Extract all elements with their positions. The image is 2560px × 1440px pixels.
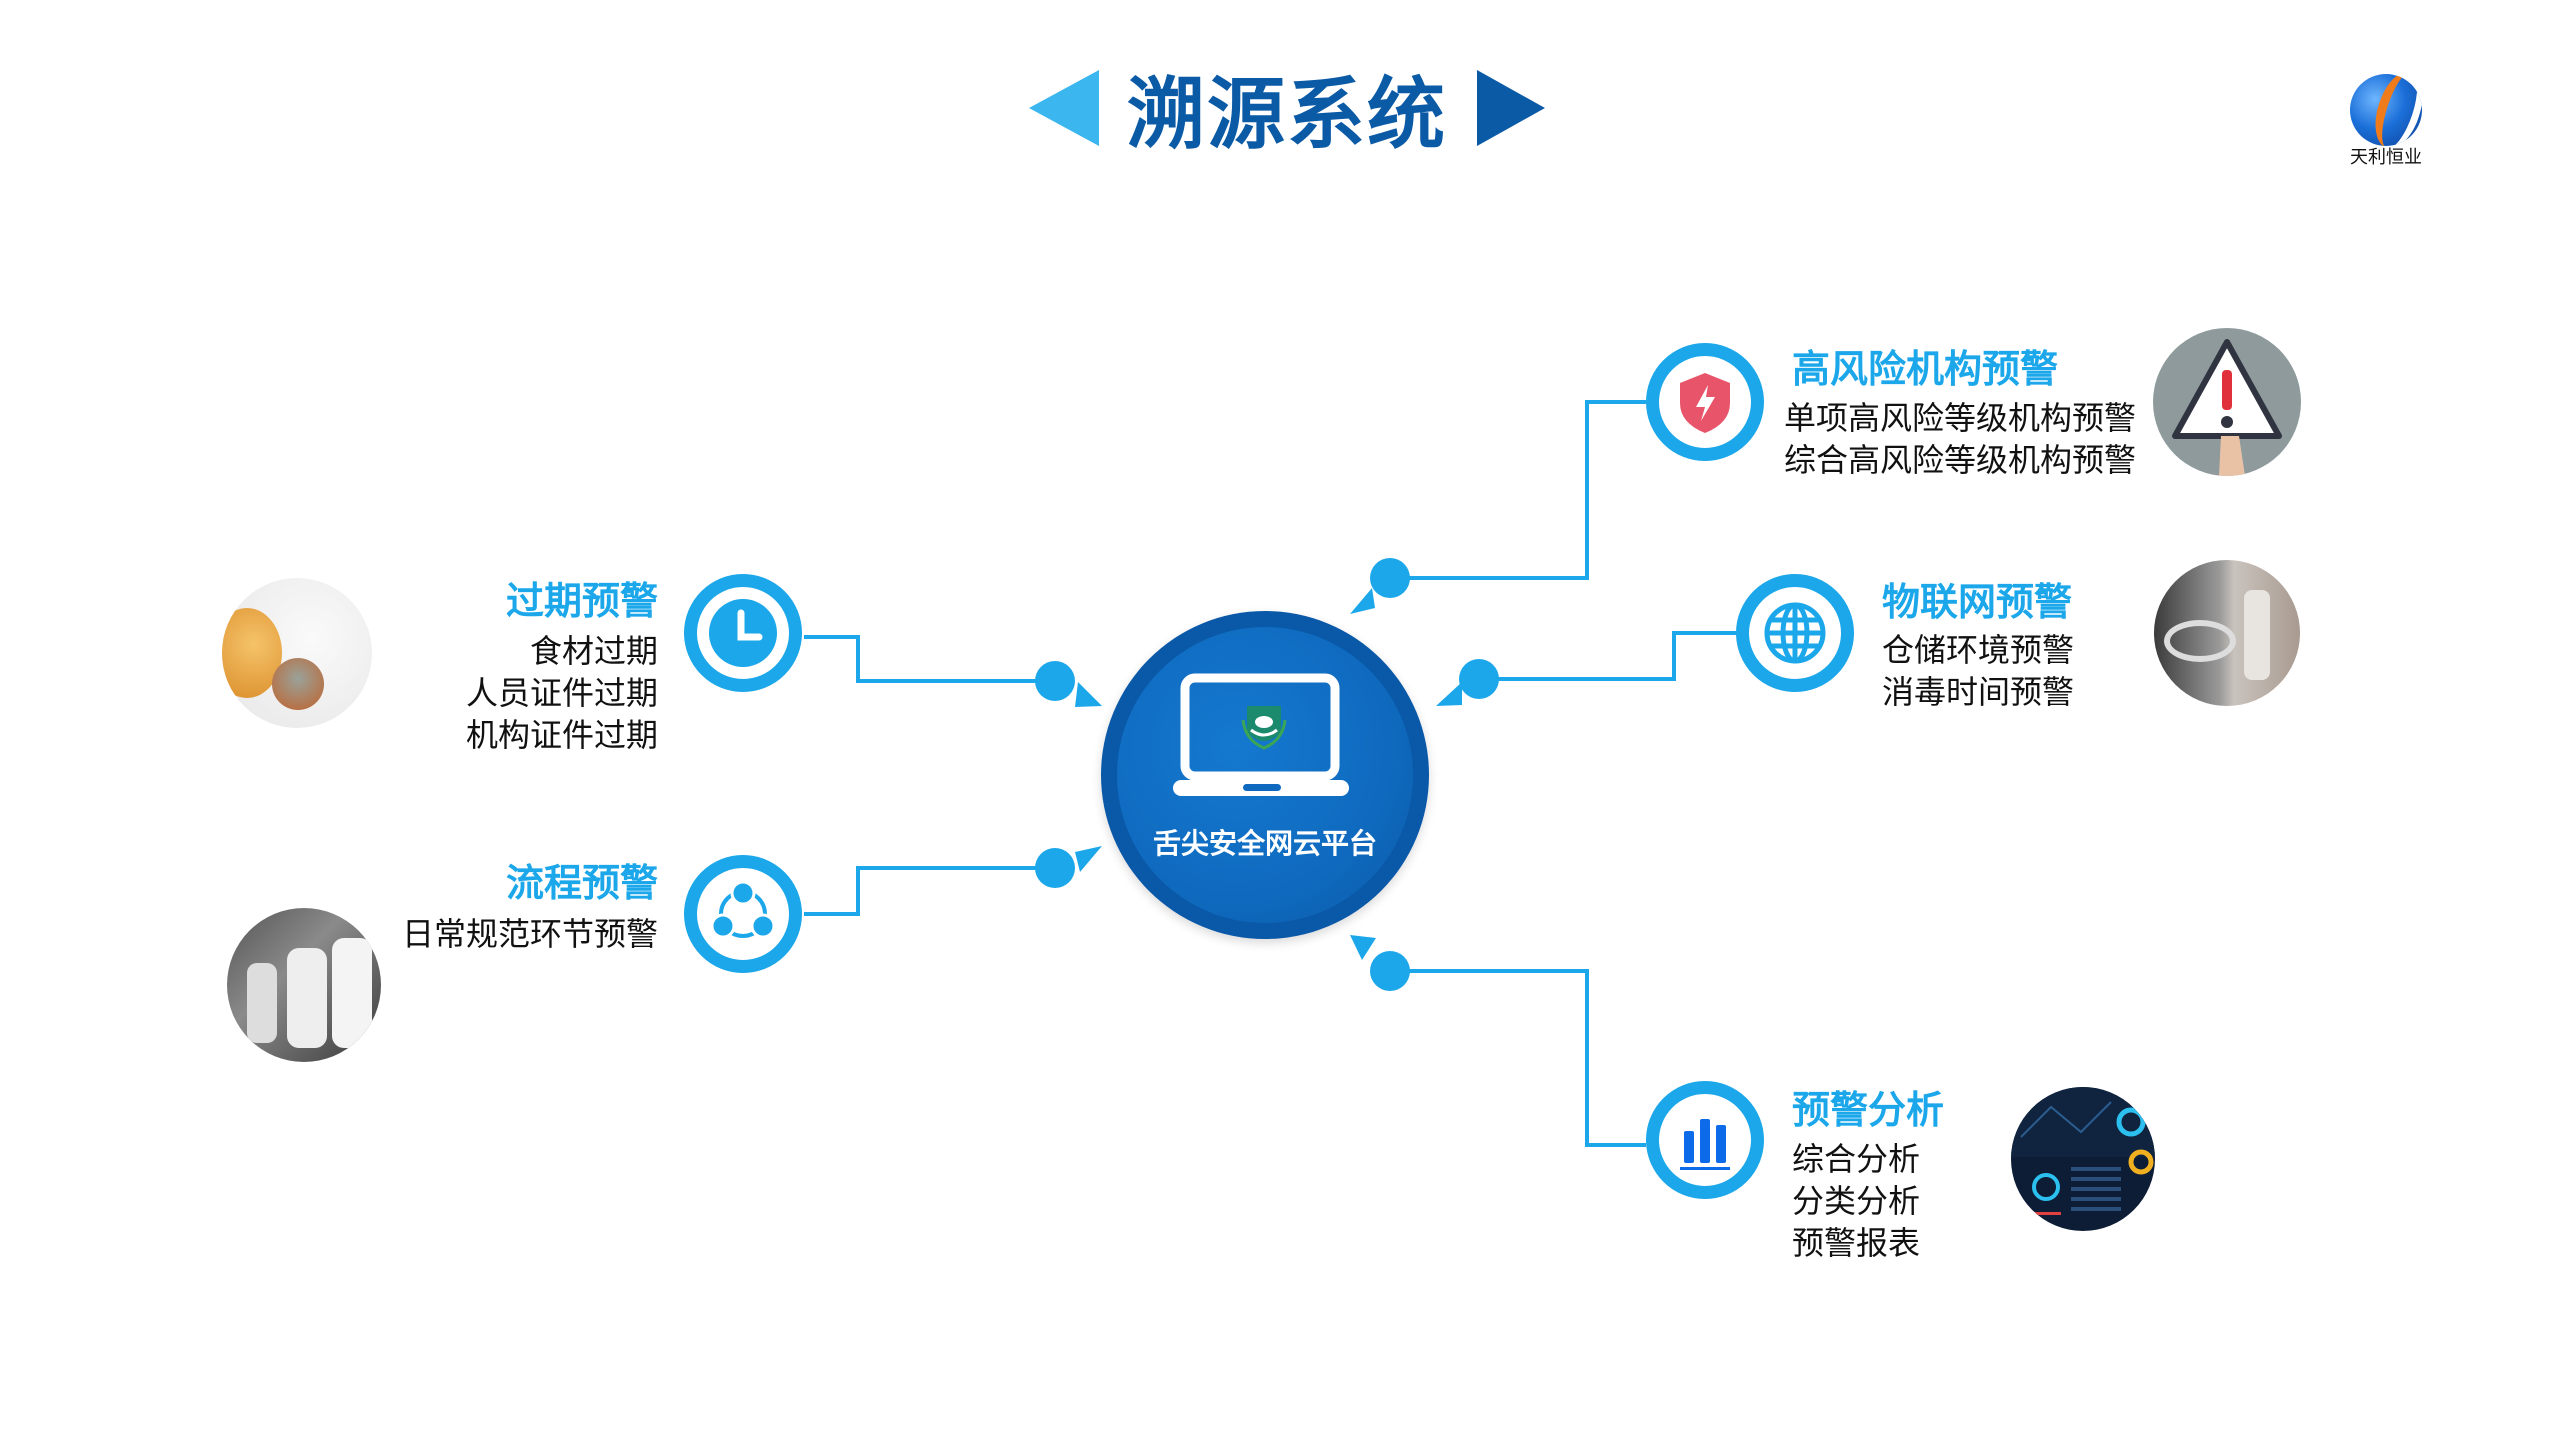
list-item: 综合分析 bbox=[1792, 1140, 1921, 1178]
expiry-items: 食材过期 人员证件过期 机构证件过期 bbox=[466, 630, 658, 756]
pointer-arrow bbox=[1350, 588, 1375, 614]
dashboard-graphic bbox=[2011, 1087, 2155, 1215]
pointer-arrow bbox=[1075, 846, 1102, 872]
hub-label: 舌尖安全网云平台 bbox=[1152, 827, 1378, 860]
list-item: 预警报表 bbox=[1792, 1224, 1921, 1262]
connector-expiry bbox=[804, 635, 1055, 683]
high-risk-title: 高风险机构预警 bbox=[1792, 347, 2059, 391]
page-title: 溯源系统 bbox=[1126, 70, 1448, 160]
list-item: 日常规范环节预警 bbox=[401, 915, 658, 953]
connector-dot bbox=[1459, 659, 1499, 699]
process-node[interactable] bbox=[684, 855, 802, 973]
connector-dot bbox=[1035, 661, 1075, 701]
bar-chart-icon bbox=[1680, 1119, 1730, 1170]
globe-icon bbox=[1764, 602, 1826, 664]
laptop-icon bbox=[1173, 673, 1349, 796]
warning-triangle-icon bbox=[2172, 339, 2282, 476]
analysis-title: 预警分析 bbox=[1792, 1088, 1945, 1132]
pointer-arrow bbox=[1075, 682, 1102, 707]
shield-bolt-icon bbox=[1680, 373, 1730, 433]
process-title: 流程预警 bbox=[505, 861, 658, 905]
left-arrow-decoration bbox=[1029, 70, 1099, 146]
company-logo bbox=[2350, 74, 2422, 146]
pointer-arrow bbox=[1350, 935, 1376, 960]
list-item: 单项高风险等级机构预警 bbox=[1784, 399, 2137, 437]
list-item: 综合高风险等级机构预警 bbox=[1784, 441, 2137, 479]
connector-high-risk bbox=[1390, 400, 1646, 580]
expiry-title: 过期预警 bbox=[505, 579, 658, 623]
list-item: 机构证件过期 bbox=[465, 716, 658, 754]
warning-sign-photo bbox=[2153, 328, 2301, 476]
connector-dot bbox=[1370, 951, 1410, 991]
share-nodes-icon bbox=[710, 880, 776, 939]
pointer-arrow bbox=[1436, 682, 1462, 706]
analysis-node[interactable] bbox=[1646, 1081, 1764, 1199]
connector-process bbox=[804, 866, 1055, 916]
process-items: 日常规范环节预警 bbox=[402, 913, 658, 955]
high-risk-items: 单项高风险等级机构预警 综合高风险等级机构预警 bbox=[1784, 397, 2136, 481]
connector-analysis bbox=[1390, 969, 1646, 1147]
connector-dot bbox=[1035, 848, 1075, 888]
iot-title: 物联网预警 bbox=[1882, 580, 2073, 624]
dashboard-screenshot-photo bbox=[2011, 1087, 2155, 1231]
food-safety-shield-logo bbox=[1241, 706, 1287, 750]
list-item: 仓储环境预警 bbox=[1882, 631, 2075, 669]
iot-items: 仓储环境预警 消毒时间预警 bbox=[1882, 629, 2074, 713]
list-item: 消毒时间预警 bbox=[1882, 673, 2075, 711]
high-risk-node[interactable] bbox=[1646, 343, 1764, 461]
list-item: 人员证件过期 bbox=[465, 674, 658, 712]
right-arrow-decoration bbox=[1477, 70, 1545, 146]
list-item: 食材过期 bbox=[529, 632, 658, 670]
analysis-items: 综合分析 分类分析 预警报表 bbox=[1792, 1138, 1920, 1264]
clock-icon bbox=[709, 599, 777, 667]
chefs-kitchen-photo bbox=[227, 908, 381, 1062]
list-item: 分类分析 bbox=[1792, 1182, 1921, 1220]
company-logo-text: 天利恒业 bbox=[2350, 147, 2422, 168]
expiry-node[interactable] bbox=[684, 574, 802, 692]
connector-iot bbox=[1479, 631, 1736, 681]
storage-disinfection-photo bbox=[2154, 560, 2300, 706]
connector-dot bbox=[1370, 558, 1410, 598]
iot-node[interactable] bbox=[1736, 574, 1854, 692]
moldy-fruit-photo bbox=[222, 578, 372, 728]
